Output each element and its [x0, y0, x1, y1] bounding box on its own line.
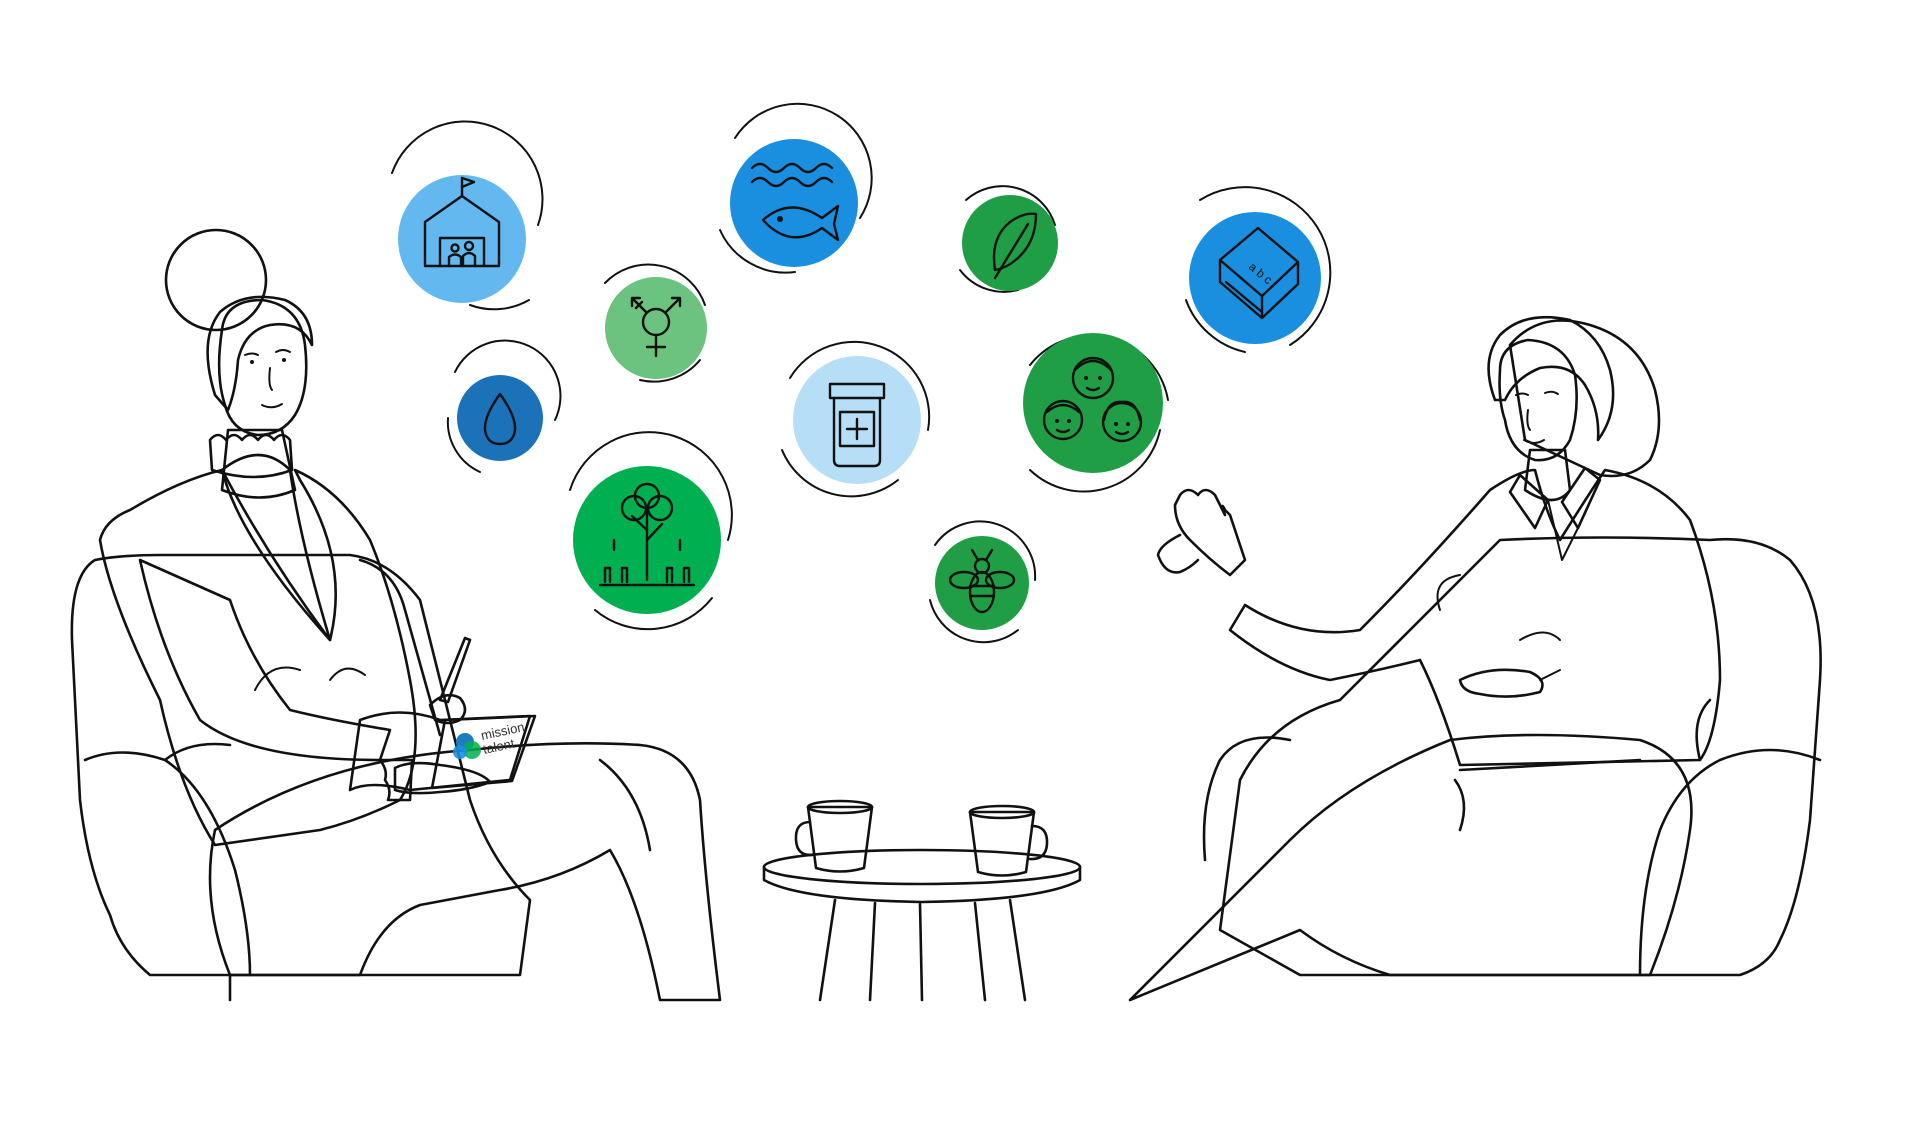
- coffee-table: [762, 848, 1082, 1002]
- gender-icon: [604, 263, 707, 383]
- book-icon: a b c: [1185, 186, 1332, 353]
- fish-water-icon: [719, 102, 873, 274]
- mission-talent-logo: mission talent: [453, 719, 526, 759]
- left-armchair: [70, 553, 532, 1002]
- candidate-woman: [1128, 315, 1722, 1002]
- children-icon: [1023, 333, 1169, 493]
- bee-icon: [929, 520, 1037, 644]
- school-icon: [391, 120, 544, 311]
- medicine-icon: [781, 340, 931, 498]
- cup-left: [794, 799, 874, 873]
- water-drop-icon: [446, 339, 562, 473]
- right-armchair: [1202, 536, 1822, 977]
- interviewer-woman: mission talent: [98, 228, 722, 1002]
- cup-right: [968, 804, 1049, 877]
- leaf-icon: [959, 185, 1058, 293]
- forest-icon: [569, 431, 733, 631]
- logo-line-2: talent: [482, 736, 517, 757]
